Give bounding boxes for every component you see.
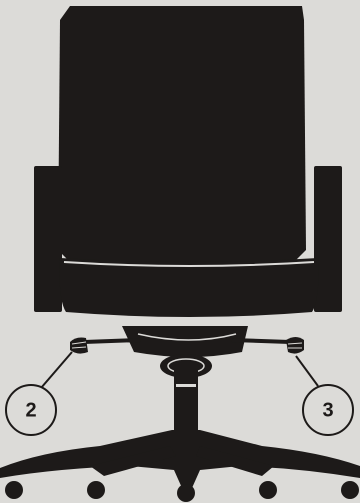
right-lever-rod — [231, 338, 291, 344]
caster — [87, 481, 105, 499]
seat-mechanism — [122, 326, 248, 357]
base-right-arm — [196, 446, 274, 476]
callout-2-circle — [5, 384, 57, 436]
chair-backrest — [58, 6, 306, 262]
right-armrest — [314, 166, 342, 312]
chair-base — [0, 430, 360, 488]
callout-3-label: 3 — [322, 399, 333, 421]
chair-seat — [59, 258, 319, 317]
callout-2-leader — [40, 351, 73, 389]
caster — [5, 481, 23, 499]
callout-2-label: 2 — [25, 399, 36, 421]
seat-seam — [63, 261, 315, 267]
left-armrest — [34, 166, 62, 312]
caster — [177, 484, 195, 502]
left-lever-rod — [83, 338, 141, 344]
callout-3-leader — [295, 355, 319, 387]
caster — [259, 481, 277, 499]
mechanism-detail — [137, 333, 237, 341]
left-adjustment-lever — [70, 337, 88, 354]
caster-wheels — [5, 481, 359, 502]
base-left-arm — [90, 446, 176, 476]
callout-3-circle — [302, 384, 354, 436]
callout-3: 3 — [295, 355, 354, 436]
callout-2: 2 — [5, 351, 73, 436]
caster — [341, 481, 359, 499]
right-adjustment-lever — [286, 337, 304, 354]
